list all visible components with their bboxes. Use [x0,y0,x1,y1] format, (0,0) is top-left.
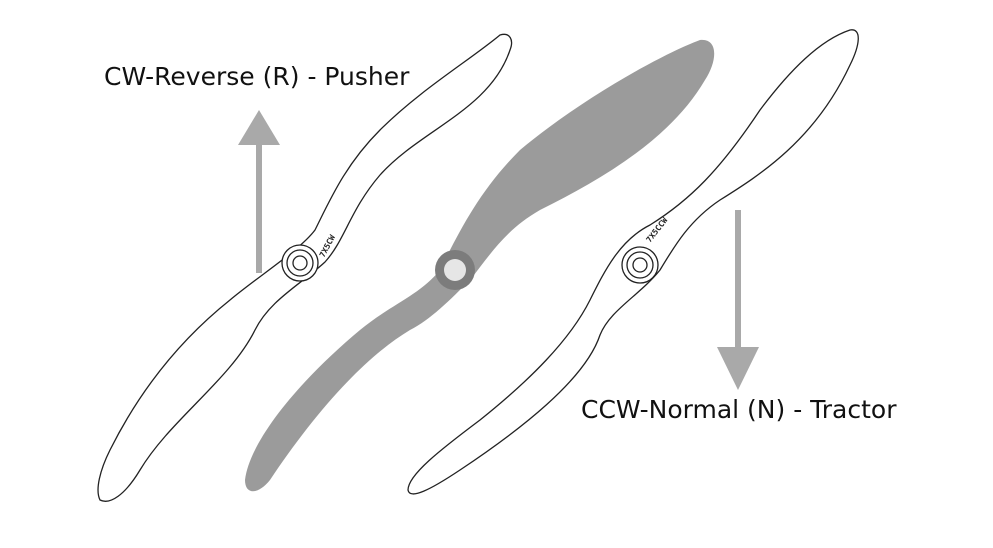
tractor-label: CCW-Normal (N) - Tractor [581,395,897,424]
tractor-propeller-outline [407,29,859,495]
pusher-label: CW-Reverse (R) - Pusher [104,62,410,91]
tractor-direction-arrow [717,210,759,390]
pusher-direction-arrow [238,110,280,273]
propeller-photo [245,39,715,492]
pusher-propeller-outline [97,33,513,502]
